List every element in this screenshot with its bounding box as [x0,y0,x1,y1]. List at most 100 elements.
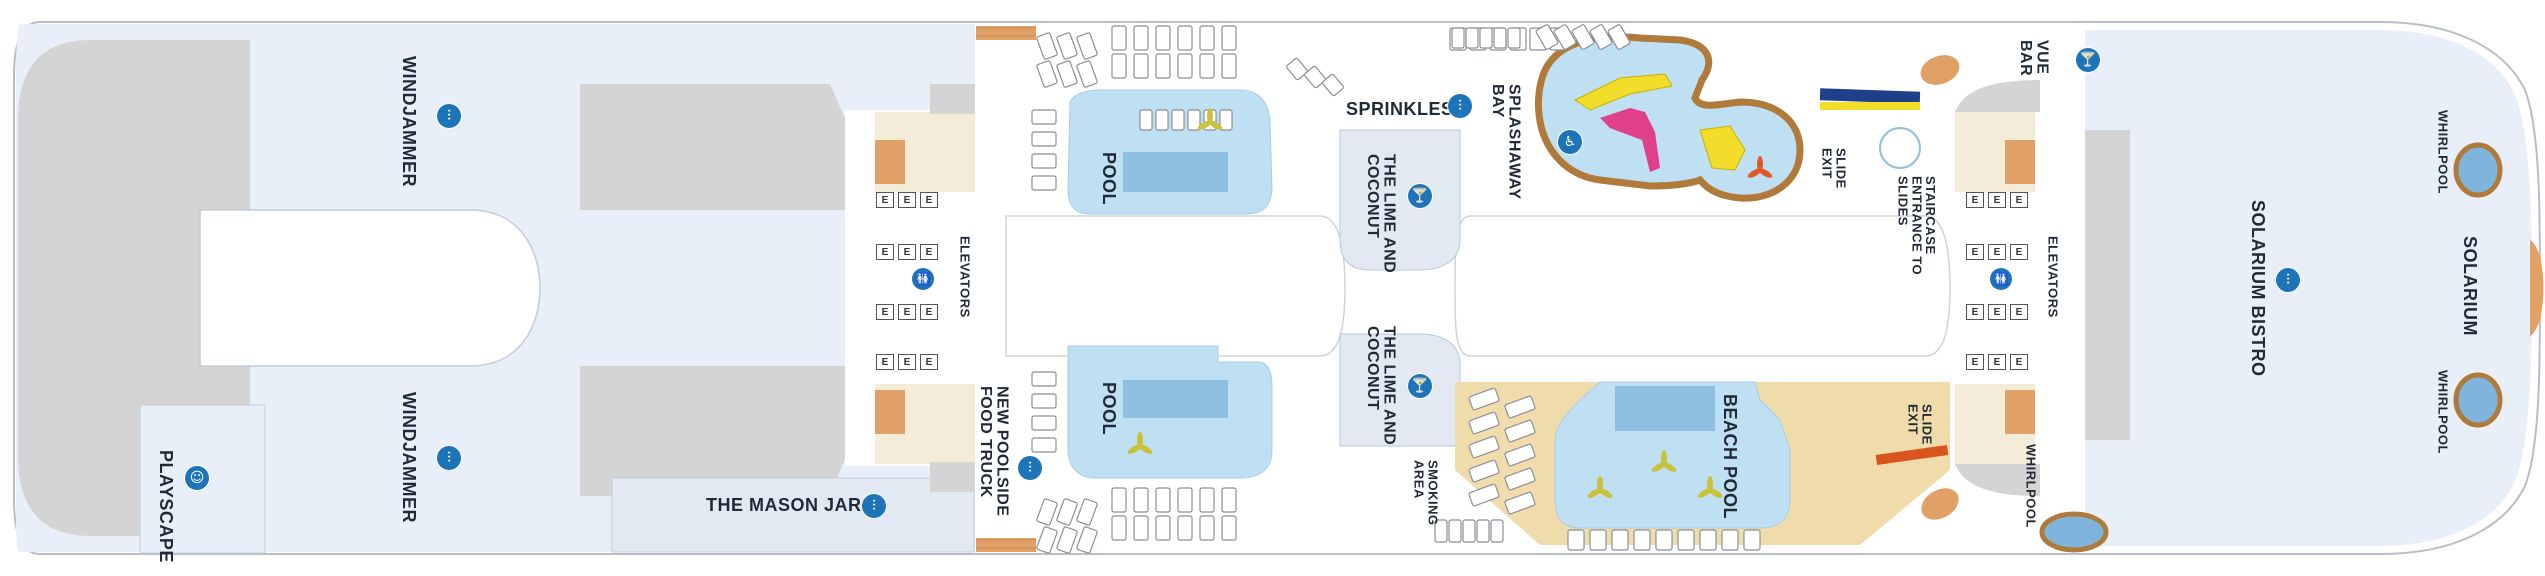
lounge-chair [1507,27,1521,49]
dining-icon: ⫶ [862,494,886,518]
solarium-bistro-label: SOLARIUM BISTRO [2247,200,2268,377]
elevator-door: E [920,304,938,320]
lounge-chair [1589,529,1607,551]
elevator-door: E [898,354,916,370]
lounge-chair [1655,529,1673,551]
windjammer-center-atrium [199,209,541,367]
lounge-chair [1036,526,1058,554]
lounge-chair [1177,487,1193,513]
stair-top [875,140,905,184]
lounge-chair [1177,25,1193,51]
vue-bar-shape [1920,55,1960,85]
lounge-chair [1133,515,1149,541]
lounge-chair [1221,53,1237,79]
sprinkles-label: SPRINKLES [1346,99,1454,119]
umbrella-icon [1697,488,1712,498]
lounge-chair [1553,24,1577,50]
lounge-chair [1504,443,1536,467]
lounge-chair [1589,24,1613,50]
solarium-label: SOLARIUM [2459,236,2480,336]
lounge-chair [1479,27,1493,49]
staircase-slide-circle [1879,127,1921,169]
windjammer-label-bottom: WINDJAMMER [398,392,419,523]
interior-block-bottom [580,366,850,496]
lounge-chair [1567,529,1585,551]
lounge-chair [1468,411,1500,435]
dining-icon: ⫶ [437,104,461,128]
lounge-chair [1434,519,1448,543]
mason-jar-area [611,477,975,553]
elevator-door: E [1988,244,2006,260]
umbrella-icon [1197,120,1212,130]
slide-exit-bottom-shape [1921,488,1959,520]
lounge-chair [1504,491,1536,515]
elevator-door: E [1988,304,2006,320]
umbrella-icon [1597,476,1603,492]
lounge-chair [1155,109,1169,131]
elevator-door: E [1988,192,2006,208]
elevator-door: E [876,354,894,370]
playscape-icon: ☺ [185,466,209,490]
elevators-label-forward: ELEVATORS [2045,236,2061,318]
cocktail-icon: 🍸 [1408,374,1432,398]
lounge-chair [1633,529,1651,551]
dining-icon: ⫶ [437,446,461,470]
slide-exit-label-bottom: SLIDE EXIT [1905,404,1935,445]
elevator-door: E [920,192,938,208]
umbrella-icon [1207,108,1213,124]
lounge-chair [1155,487,1171,513]
fwd-lobby-curve-top [1955,80,2040,112]
beach-pool-water [1554,381,1791,529]
umbrella-icon [1747,168,1762,178]
splashaway-bay-label: SPLASHAWAY BAY [1488,84,1523,200]
lounge-chair [1219,109,1233,131]
lounge-chair [1031,371,1057,387]
lounge-chair [1031,153,1057,169]
walkway-aft [1005,215,1346,357]
umbrellas [1127,108,1773,498]
elevator-door: E [1988,354,2006,370]
lounge-chair [1504,467,1536,491]
lounge-chair [1199,53,1215,79]
lounge-chair [1177,53,1193,79]
playscape-room [139,404,266,554]
solarium-bow-bump [2530,240,2544,336]
elevator-door: E [2010,244,2028,260]
fwd-stair-top [2005,140,2035,184]
lounge-chair [1056,526,1078,554]
restroom-icon: 🚻 [912,268,934,290]
lounge-chair [1199,515,1215,541]
slide-yellow-2 [1699,125,1746,171]
lounge-chair [1133,25,1149,51]
lounge-chair [1031,175,1057,191]
lounge-chair [1465,27,1479,49]
lounge-chair [1611,529,1629,551]
lounge-chair [1031,131,1057,147]
stair-bottom [875,390,905,434]
walkway-forward [1454,215,1951,357]
lounge-chair [1504,395,1536,419]
lounge-chair [1322,73,1344,97]
lounge-chair [1076,32,1098,60]
elevator-door: E [1966,354,1984,370]
elevator-door: E [876,244,894,260]
food-truck-label: NEW POOLSIDE FOOD TRUCK [976,386,1011,517]
lounge-chair [1607,24,1631,50]
wood-strip-bottom [976,538,1036,552]
lounge-chair [1133,487,1149,513]
slide-exit-top-marker [1819,88,1921,104]
lounge-chair [1036,498,1058,526]
lounge-chair [1504,419,1536,443]
service-block-top [930,84,975,114]
slide-pink [1600,108,1660,172]
lounge-chair [1155,25,1171,51]
slide-exit-top-marker-2 [1820,102,1920,110]
lounge-chair [1111,53,1127,79]
interior-block-top [580,84,850,210]
lounge-chair [1139,109,1153,131]
umbrella-icon [1127,444,1142,454]
lounge-chair [1221,515,1237,541]
pool-top-deep [1123,152,1228,192]
dining-icon: ⫶ [1018,456,1042,480]
pool-bottom-deep [1123,380,1228,418]
